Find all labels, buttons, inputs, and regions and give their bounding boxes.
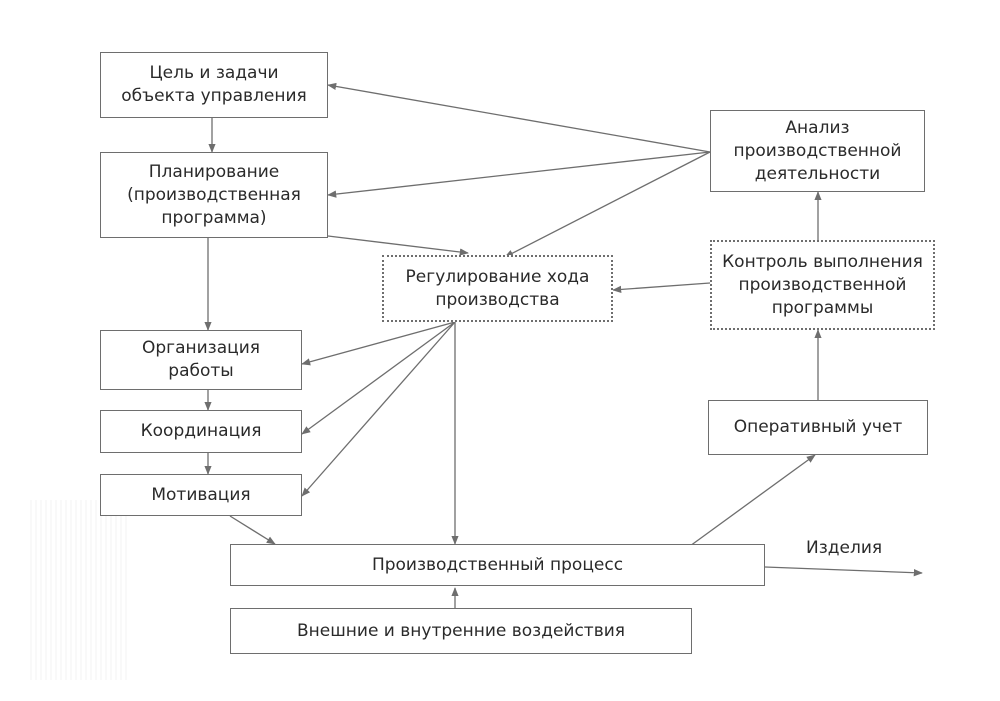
- node-motivation-label: Мотивация: [151, 484, 251, 505]
- node-process-label: Производственный процесс: [371, 554, 624, 575]
- output-label: Изделия: [806, 538, 883, 558]
- arrow-process-to-accounting: [689, 454, 816, 547]
- arrow-control-to-regulation: [612, 282, 711, 294]
- node-accounting-label: Оперативный учет: [733, 417, 903, 437]
- node-coordination-label: Координация: [140, 421, 262, 441]
- node-process: Производственный процесс: [230, 544, 765, 586]
- node-accounting: Оперативный учет: [708, 400, 928, 455]
- node-influences: Внешние и внутренние воздействия: [230, 608, 692, 654]
- node-analysis: Анализ производственной деятельности: [710, 110, 925, 192]
- node-planning-label: Планирование (производственная программа…: [127, 161, 301, 228]
- node-regulation-label: Регулирование хода производства: [405, 266, 590, 310]
- node-regulation: Регулирование хода производства: [382, 255, 613, 322]
- node-planning: Планирование (производственная программа…: [100, 152, 328, 238]
- node-motivation: Мотивация: [100, 474, 302, 516]
- arrow-process-to-output: [764, 566, 923, 577]
- node-organization: Организация работы: [100, 330, 302, 390]
- node-control: Контроль выполнения производственной про…: [710, 240, 935, 330]
- node-goal: Цель и задачи объекта управления: [100, 52, 328, 118]
- arrow-motivation-to-process: [229, 515, 276, 545]
- arrow-analysis-to-regulation: [504, 151, 711, 258]
- arrow-regulation-to-coordination: [301, 321, 456, 435]
- node-coordination: Координация: [100, 410, 302, 453]
- arrow-analysis-to-planning: [327, 151, 711, 198]
- node-analysis-label: Анализ производственной деятельности: [733, 117, 902, 184]
- node-organization-label: Организация работы: [142, 338, 260, 381]
- arrow-planning-to-regulation: [327, 235, 469, 256]
- node-influences-label: Внешние и внутренние воздействия: [296, 620, 626, 641]
- node-control-label: Контроль выполнения производственной про…: [722, 251, 923, 318]
- scan-artifact: [30, 500, 130, 680]
- arrow-regulation-to-motivation: [301, 321, 456, 497]
- node-goal-label: Цель и задачи объекта управления: [121, 63, 307, 106]
- arrow-regulation-to-organization: [301, 321, 456, 366]
- arrow-analysis-to-goal: [327, 82, 711, 153]
